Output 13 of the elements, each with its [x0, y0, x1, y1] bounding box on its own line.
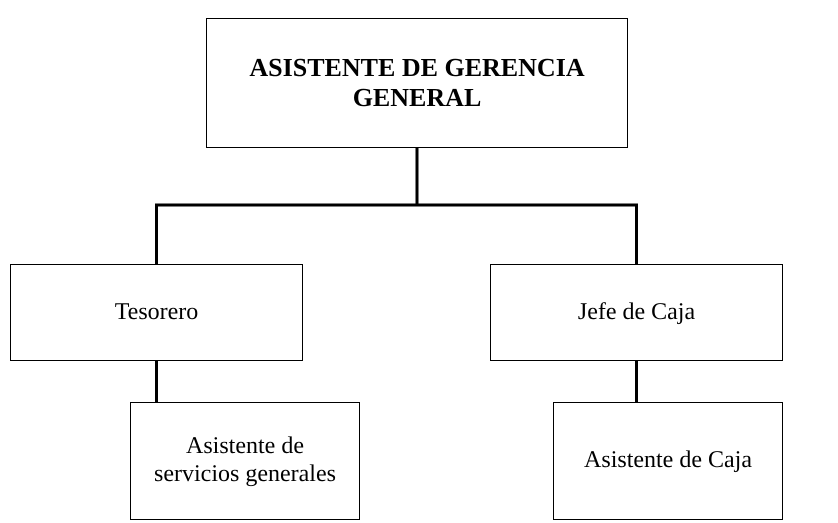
position-title: Tesorero: [114, 298, 198, 326]
position-title: Asistente de servicios generales: [153, 433, 337, 489]
position-title: Jefe de Caja: [578, 298, 696, 326]
connector-line: [416, 148, 638, 264]
org-chart-box: [10, 264, 303, 361]
org-chart-box: [130, 402, 360, 520]
connector-line: [155, 361, 158, 402]
position-title: ASISTENTE DE GERENCIA GENERAL: [248, 53, 586, 113]
connector-line: [635, 361, 638, 402]
position-title: Asistente de Caja: [584, 447, 752, 475]
org-chart-box: [206, 18, 628, 148]
org-chart-box: [490, 264, 783, 361]
org-chart-box: [553, 402, 783, 520]
